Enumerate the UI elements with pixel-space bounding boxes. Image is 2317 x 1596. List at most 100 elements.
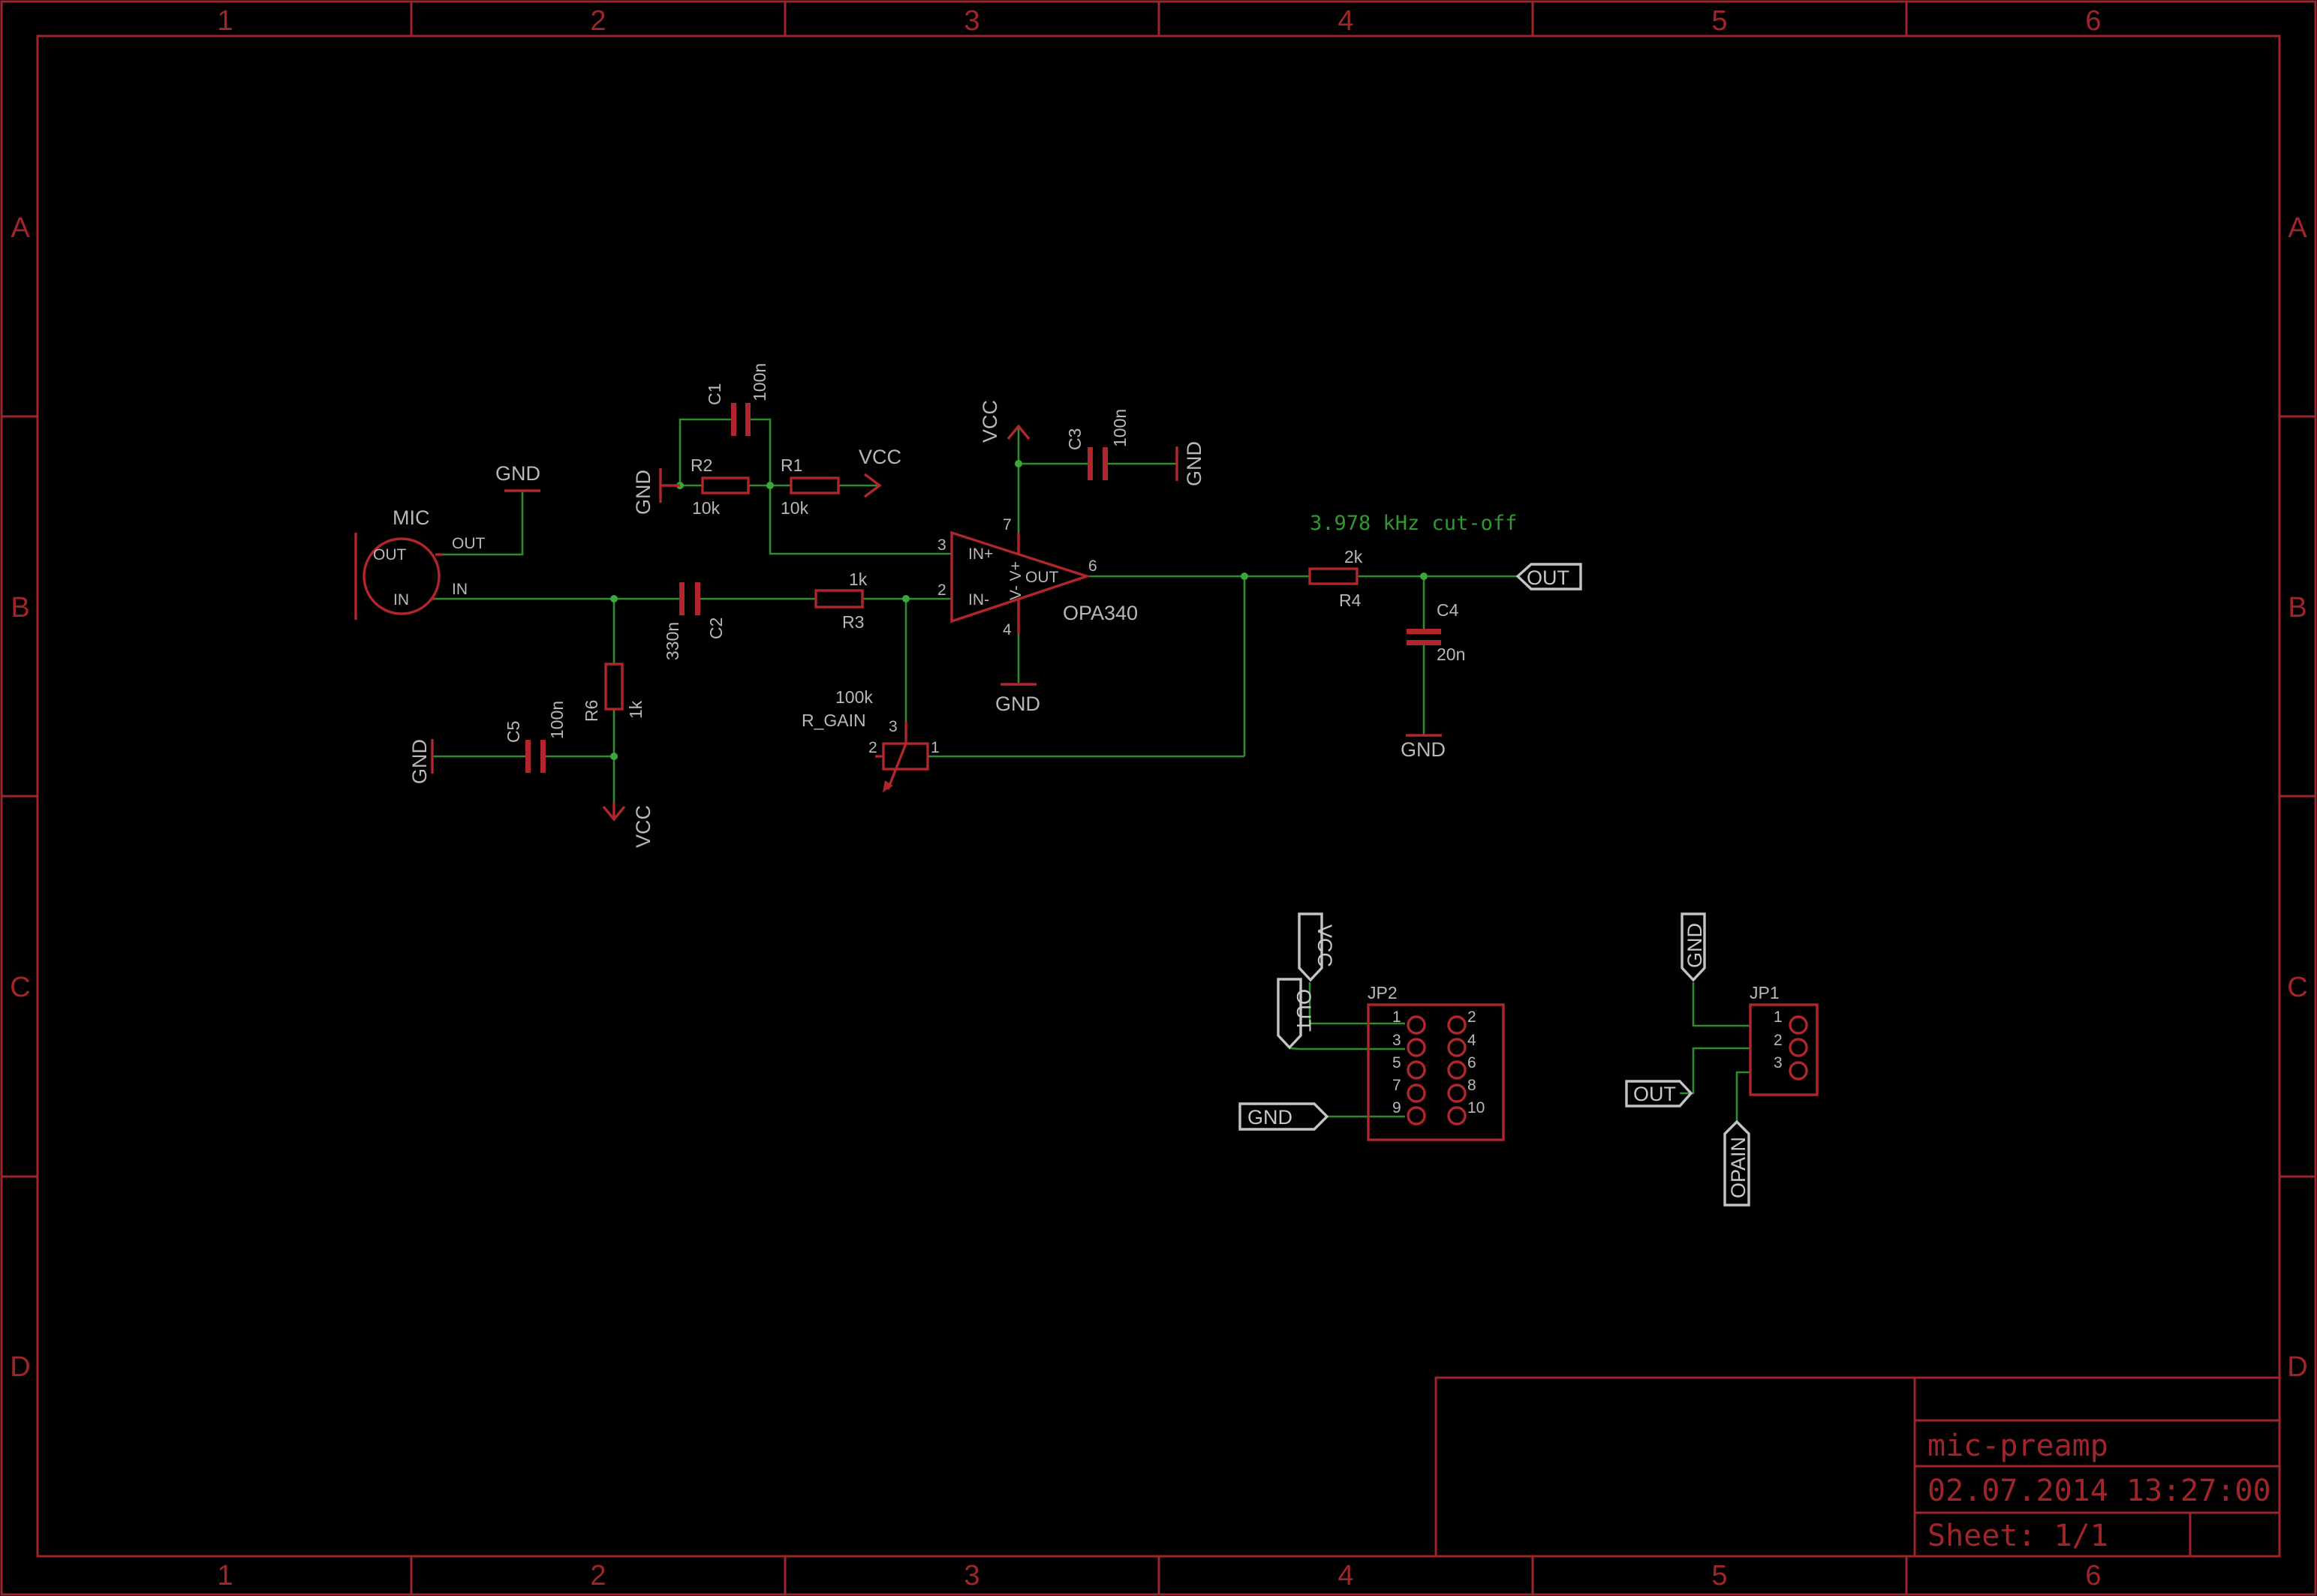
row-label-left-d: D (10, 1351, 30, 1383)
row-label-right-b: B (2288, 592, 2306, 624)
r1-value: 10k (781, 498, 809, 518)
r4-value: 2k (1344, 547, 1363, 567)
r3-name: R3 (842, 612, 864, 632)
net-wires (432, 418, 1750, 1122)
vcc-label-opamp: VCC (979, 400, 1001, 443)
c2-name: C2 (706, 618, 726, 639)
row-label-right-d: D (2287, 1351, 2307, 1383)
capacitor-c1[interactable]: C1 100n (705, 363, 769, 436)
vcc-label-r6: VCC (632, 805, 654, 848)
r6-value: 1k (626, 700, 645, 719)
jp2-pin-4: 4 (1467, 1032, 1476, 1049)
title-block: mic-preamp 02.07.2014 13:27:00 Sheet: 1/… (1434, 1376, 2281, 1558)
row-label-right-a: A (2288, 212, 2307, 244)
r6-name: R6 (582, 700, 601, 722)
gnd-label-r2: GND (632, 470, 654, 515)
c4-value: 20n (1437, 645, 1465, 664)
capacitor-c2[interactable]: 330n C2 (663, 582, 726, 660)
jp2-pin-10: 10 (1467, 1099, 1485, 1117)
r-gain-pin-3: 3 (889, 718, 898, 735)
mic-name: MIC (393, 506, 430, 529)
col-label-bottom-2: 2 (590, 1560, 606, 1591)
jp2-pin-3: 3 (1392, 1032, 1401, 1049)
row-label-left-c: C (10, 972, 30, 1003)
c5-value: 100n (547, 701, 567, 739)
opamp-out: OUT (1025, 569, 1059, 586)
jp2-pin-6: 6 (1467, 1054, 1476, 1072)
col-label-top-3: 3 (964, 5, 979, 37)
col-label-bottom-4: 4 (1338, 1560, 1353, 1591)
jp2-pin-7: 7 (1392, 1077, 1401, 1094)
gnd-symbol-c5: GND (408, 739, 434, 784)
gnd-symbol-c4: GND (1401, 734, 1446, 761)
microphone-mic[interactable]: MIC OUT IN OUT IN (354, 506, 486, 620)
out-flag-jp2: OUT (1277, 978, 1315, 1050)
col-label-bottom-3: 3 (964, 1560, 979, 1591)
col-label-bottom-1: 1 (217, 1560, 233, 1591)
c2-value: 330n (663, 622, 682, 660)
gnd-label-c4: GND (1401, 738, 1446, 761)
connector-jp1[interactable]: JP1 1 2 3 (1749, 983, 1819, 1096)
r2-name: R2 (691, 455, 712, 475)
gnd-flag-jp2: GND (1238, 1102, 1329, 1131)
gnd-label-opamp: GND (995, 693, 1040, 715)
mic-pin-out: OUT (373, 546, 407, 564)
vcc-flag-jp2-label: VCC (1313, 924, 1336, 967)
gnd-label-c5: GND (408, 739, 431, 784)
r-gain-pin-1: 1 (931, 739, 940, 756)
jp1-name: JP1 (1750, 983, 1780, 1002)
junction-dots (610, 460, 1428, 760)
opamp-pin-3: 3 (937, 537, 946, 554)
jp2-pin-9: 9 (1392, 1099, 1401, 1117)
opain-flag-jp1: OPAIN (1723, 1120, 1750, 1207)
c1-value: 100n (750, 363, 769, 401)
title-block-date: 02.07.2014 13:27:00 (1927, 1474, 2271, 1508)
opain-flag-jp1-label: OPAIN (1727, 1137, 1750, 1198)
capacitor-c3[interactable]: C3 100n (1065, 409, 1130, 480)
jp2-pin-2: 2 (1467, 1008, 1476, 1026)
c4-name: C4 (1437, 600, 1459, 620)
col-label-top-5: 5 (1711, 5, 1727, 37)
capacitor-c5[interactable]: C5 100n (504, 701, 567, 773)
vcc-symbol-r1: VCC (859, 446, 901, 498)
row-label-left-b: B (11, 592, 29, 624)
gnd-symbol-r2: GND (632, 468, 680, 515)
gnd-symbol-opamp: GND (995, 683, 1040, 715)
opamp-pin-7: 7 (1003, 516, 1012, 534)
opamp-in-plus: IN+ (968, 546, 993, 563)
r1-name: R1 (781, 455, 802, 475)
potentiometer-r-gain[interactable]: 100k R_GAIN 2 3 1 (802, 687, 940, 792)
resistor-r3[interactable]: 1k R3 (814, 570, 868, 632)
c3-value: 100n (1110, 409, 1130, 447)
opamp-opa340[interactable]: IN+ IN- OUT V- V+ 3 2 6 7 4 OPA340 (937, 516, 1138, 639)
out-flag-jp2-label: OUT (1292, 989, 1315, 1032)
out-flag-jp1-label: OUT (1633, 1083, 1676, 1105)
jp2-pin-8: 8 (1467, 1077, 1476, 1094)
gnd-flag-jp2-label: GND (1247, 1106, 1292, 1129)
opamp-name: OPA340 (1063, 602, 1138, 624)
col-label-bottom-6: 6 (2085, 1560, 2101, 1591)
connector-jp2[interactable]: JP2 1 3 5 7 9 2 4 6 8 10 (1367, 983, 1505, 1141)
out-flag-jp1: OUT (1625, 1080, 1693, 1108)
resistor-r1[interactable]: R1 10k (781, 455, 840, 518)
resistor-r2[interactable]: R2 10k (691, 455, 750, 518)
capacitor-c4[interactable]: C4 20n (1407, 600, 1465, 664)
r-gain-name: R_GAIN (802, 711, 866, 730)
r-gain-value: 100k (835, 687, 873, 707)
col-label-top-1: 1 (217, 5, 233, 37)
jp2-pin-1: 1 (1392, 1008, 1401, 1026)
jp2-pin-5: 5 (1392, 1054, 1401, 1072)
resistor-r6[interactable]: R6 1k (582, 663, 645, 722)
jp1-pin-3: 3 (1774, 1054, 1783, 1072)
opamp-supply: V- V+ (1007, 561, 1025, 600)
r4-name: R4 (1339, 591, 1362, 610)
resistor-r4[interactable]: 2k R4 (1308, 547, 1363, 610)
mic-net-in: IN (452, 581, 468, 598)
jp1-pin-2: 2 (1774, 1032, 1783, 1049)
opamp-pin-4: 4 (1003, 621, 1012, 639)
gnd-flag-jp1: GND (1681, 912, 1706, 982)
col-label-bottom-5: 5 (1711, 1560, 1727, 1591)
col-label-top-6: 6 (2085, 5, 2101, 37)
c3-name: C3 (1065, 428, 1085, 450)
